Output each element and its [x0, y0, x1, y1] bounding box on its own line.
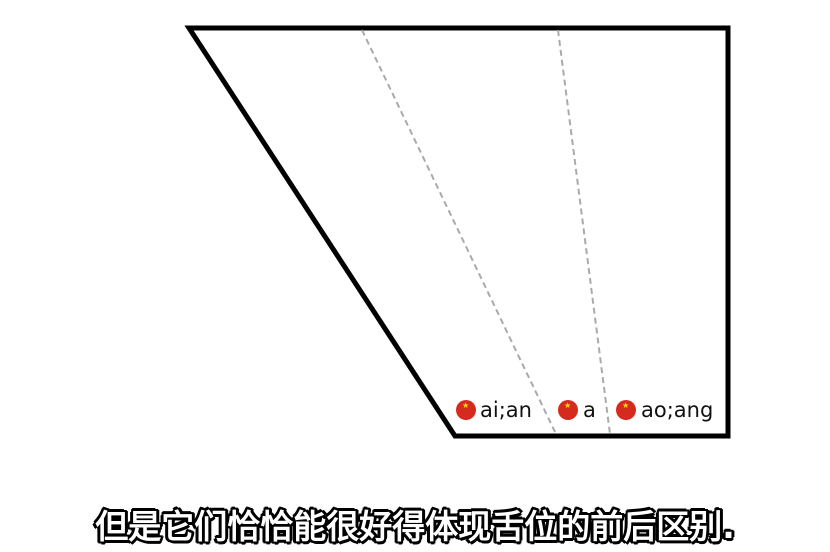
vowel-label-text: ao;ang [641, 398, 713, 422]
vowel-label-text: a [583, 398, 596, 422]
vowel-label-text: ai;an [480, 398, 532, 422]
central-back-divider [557, 29, 611, 435]
video-subtitle: 但是它们恰恰能很好得体现舌位的前后区别. [95, 507, 735, 546]
vowel-label-back: ★ ao;ang [616, 398, 713, 422]
flag-star: ★ [564, 401, 571, 410]
flag-star: ★ [622, 401, 629, 410]
vowel-label-front: ★ ai;an [456, 398, 532, 422]
china-flag-icon [558, 400, 578, 420]
vowel-label-central: ★ a [558, 398, 596, 422]
china-flag-icon [616, 400, 636, 420]
flag-star: ★ [462, 401, 469, 410]
china-flag-icon [456, 400, 476, 420]
front-central-divider [361, 29, 557, 435]
vowel-trapezoid-outline [184, 25, 731, 439]
